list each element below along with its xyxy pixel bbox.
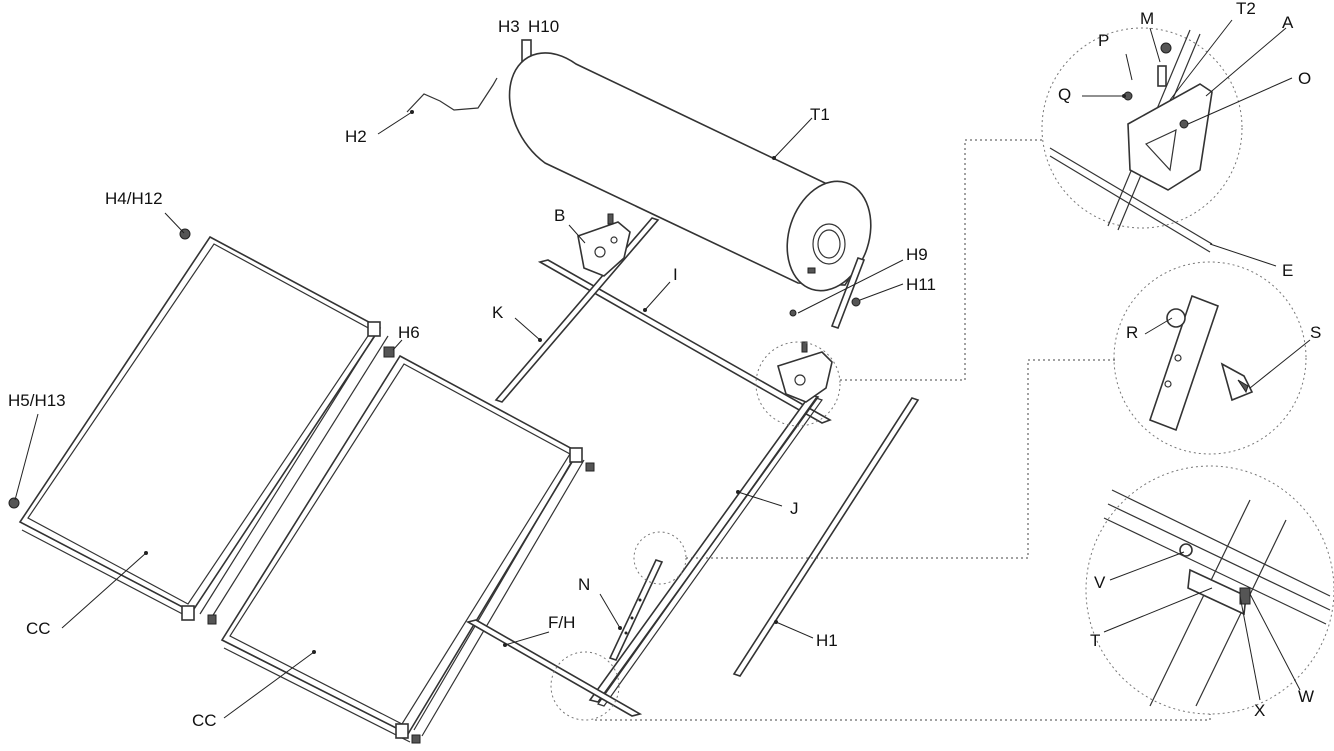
label-h1: H1 (816, 631, 838, 650)
detail-pin-zoom (1148, 294, 1254, 432)
label-o: O (1298, 69, 1312, 88)
label-h10: H10 (528, 17, 560, 36)
label-e: E (1282, 261, 1294, 280)
label-b: B (554, 206, 566, 225)
detail-bracket-zoom (1049, 29, 1213, 253)
label-m: M (1140, 9, 1155, 28)
label-k: K (492, 303, 504, 322)
label-h3: H3 (498, 17, 520, 36)
label-h2: H2 (345, 127, 367, 146)
label-h4-h12: H4/H12 (105, 189, 163, 208)
label-t1: T1 (810, 105, 830, 124)
collector-panel-right (220, 354, 585, 743)
detail-clamp-zoom (1103, 489, 1331, 707)
leader-lines (14, 19, 1311, 719)
label-h9: H9 (906, 245, 928, 264)
label-r: R (1126, 323, 1139, 342)
label-i: I (673, 265, 678, 284)
collector-panel-left (18, 235, 389, 621)
h2-pipe (406, 77, 498, 113)
label-s: S (1310, 323, 1322, 342)
label-t: T (1090, 631, 1101, 650)
label-v: V (1094, 573, 1106, 592)
detail-circles (550, 27, 1334, 721)
label-f-h: F/H (548, 613, 576, 632)
label-h5-h13: H5/H13 (8, 391, 66, 410)
label-q: Q (1058, 85, 1072, 104)
label-t2: T2 (1236, 0, 1256, 18)
label-a: A (1282, 13, 1294, 32)
label-p: P (1098, 31, 1110, 50)
label-n: N (578, 575, 591, 594)
tank-t1 (508, 52, 872, 292)
label-h11: H11 (906, 275, 936, 294)
label-j: J (790, 499, 799, 518)
label-w: W (1298, 687, 1315, 706)
label-x: X (1254, 701, 1266, 720)
frame (465, 213, 920, 717)
label-cc-left: CC (26, 619, 51, 638)
label-cc-right: CC (192, 711, 217, 730)
label-h6: H6 (398, 323, 420, 342)
